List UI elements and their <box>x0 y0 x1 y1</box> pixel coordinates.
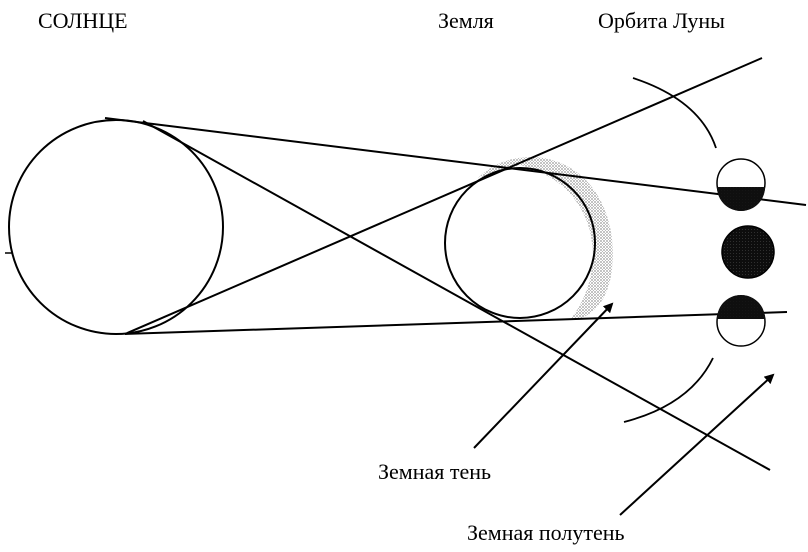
arrow-penumbra <box>620 375 773 515</box>
earth-circle-icon <box>445 168 595 318</box>
tangent-line-bottom-outer <box>125 312 787 334</box>
arrow-umbra <box>474 304 612 448</box>
tangent-line-cross-up <box>125 58 762 334</box>
moon-orbit-label: Орбита Луны <box>598 10 725 32</box>
sun-label: СОЛНЦЕ <box>38 10 128 32</box>
earth-label: Земля <box>438 10 494 32</box>
tangent-line-cross-down <box>143 121 770 470</box>
penumbra-label: Земная полутень <box>467 522 625 544</box>
earth-penumbra-shade <box>478 157 613 320</box>
moon-orbit-arc-top <box>633 78 716 148</box>
umbra-label: Земная тень <box>378 461 491 483</box>
moon-total <box>722 226 774 278</box>
moon-partial-bottom <box>717 295 765 346</box>
moon-partial-top <box>717 159 765 211</box>
sun-circle-icon <box>9 120 223 334</box>
